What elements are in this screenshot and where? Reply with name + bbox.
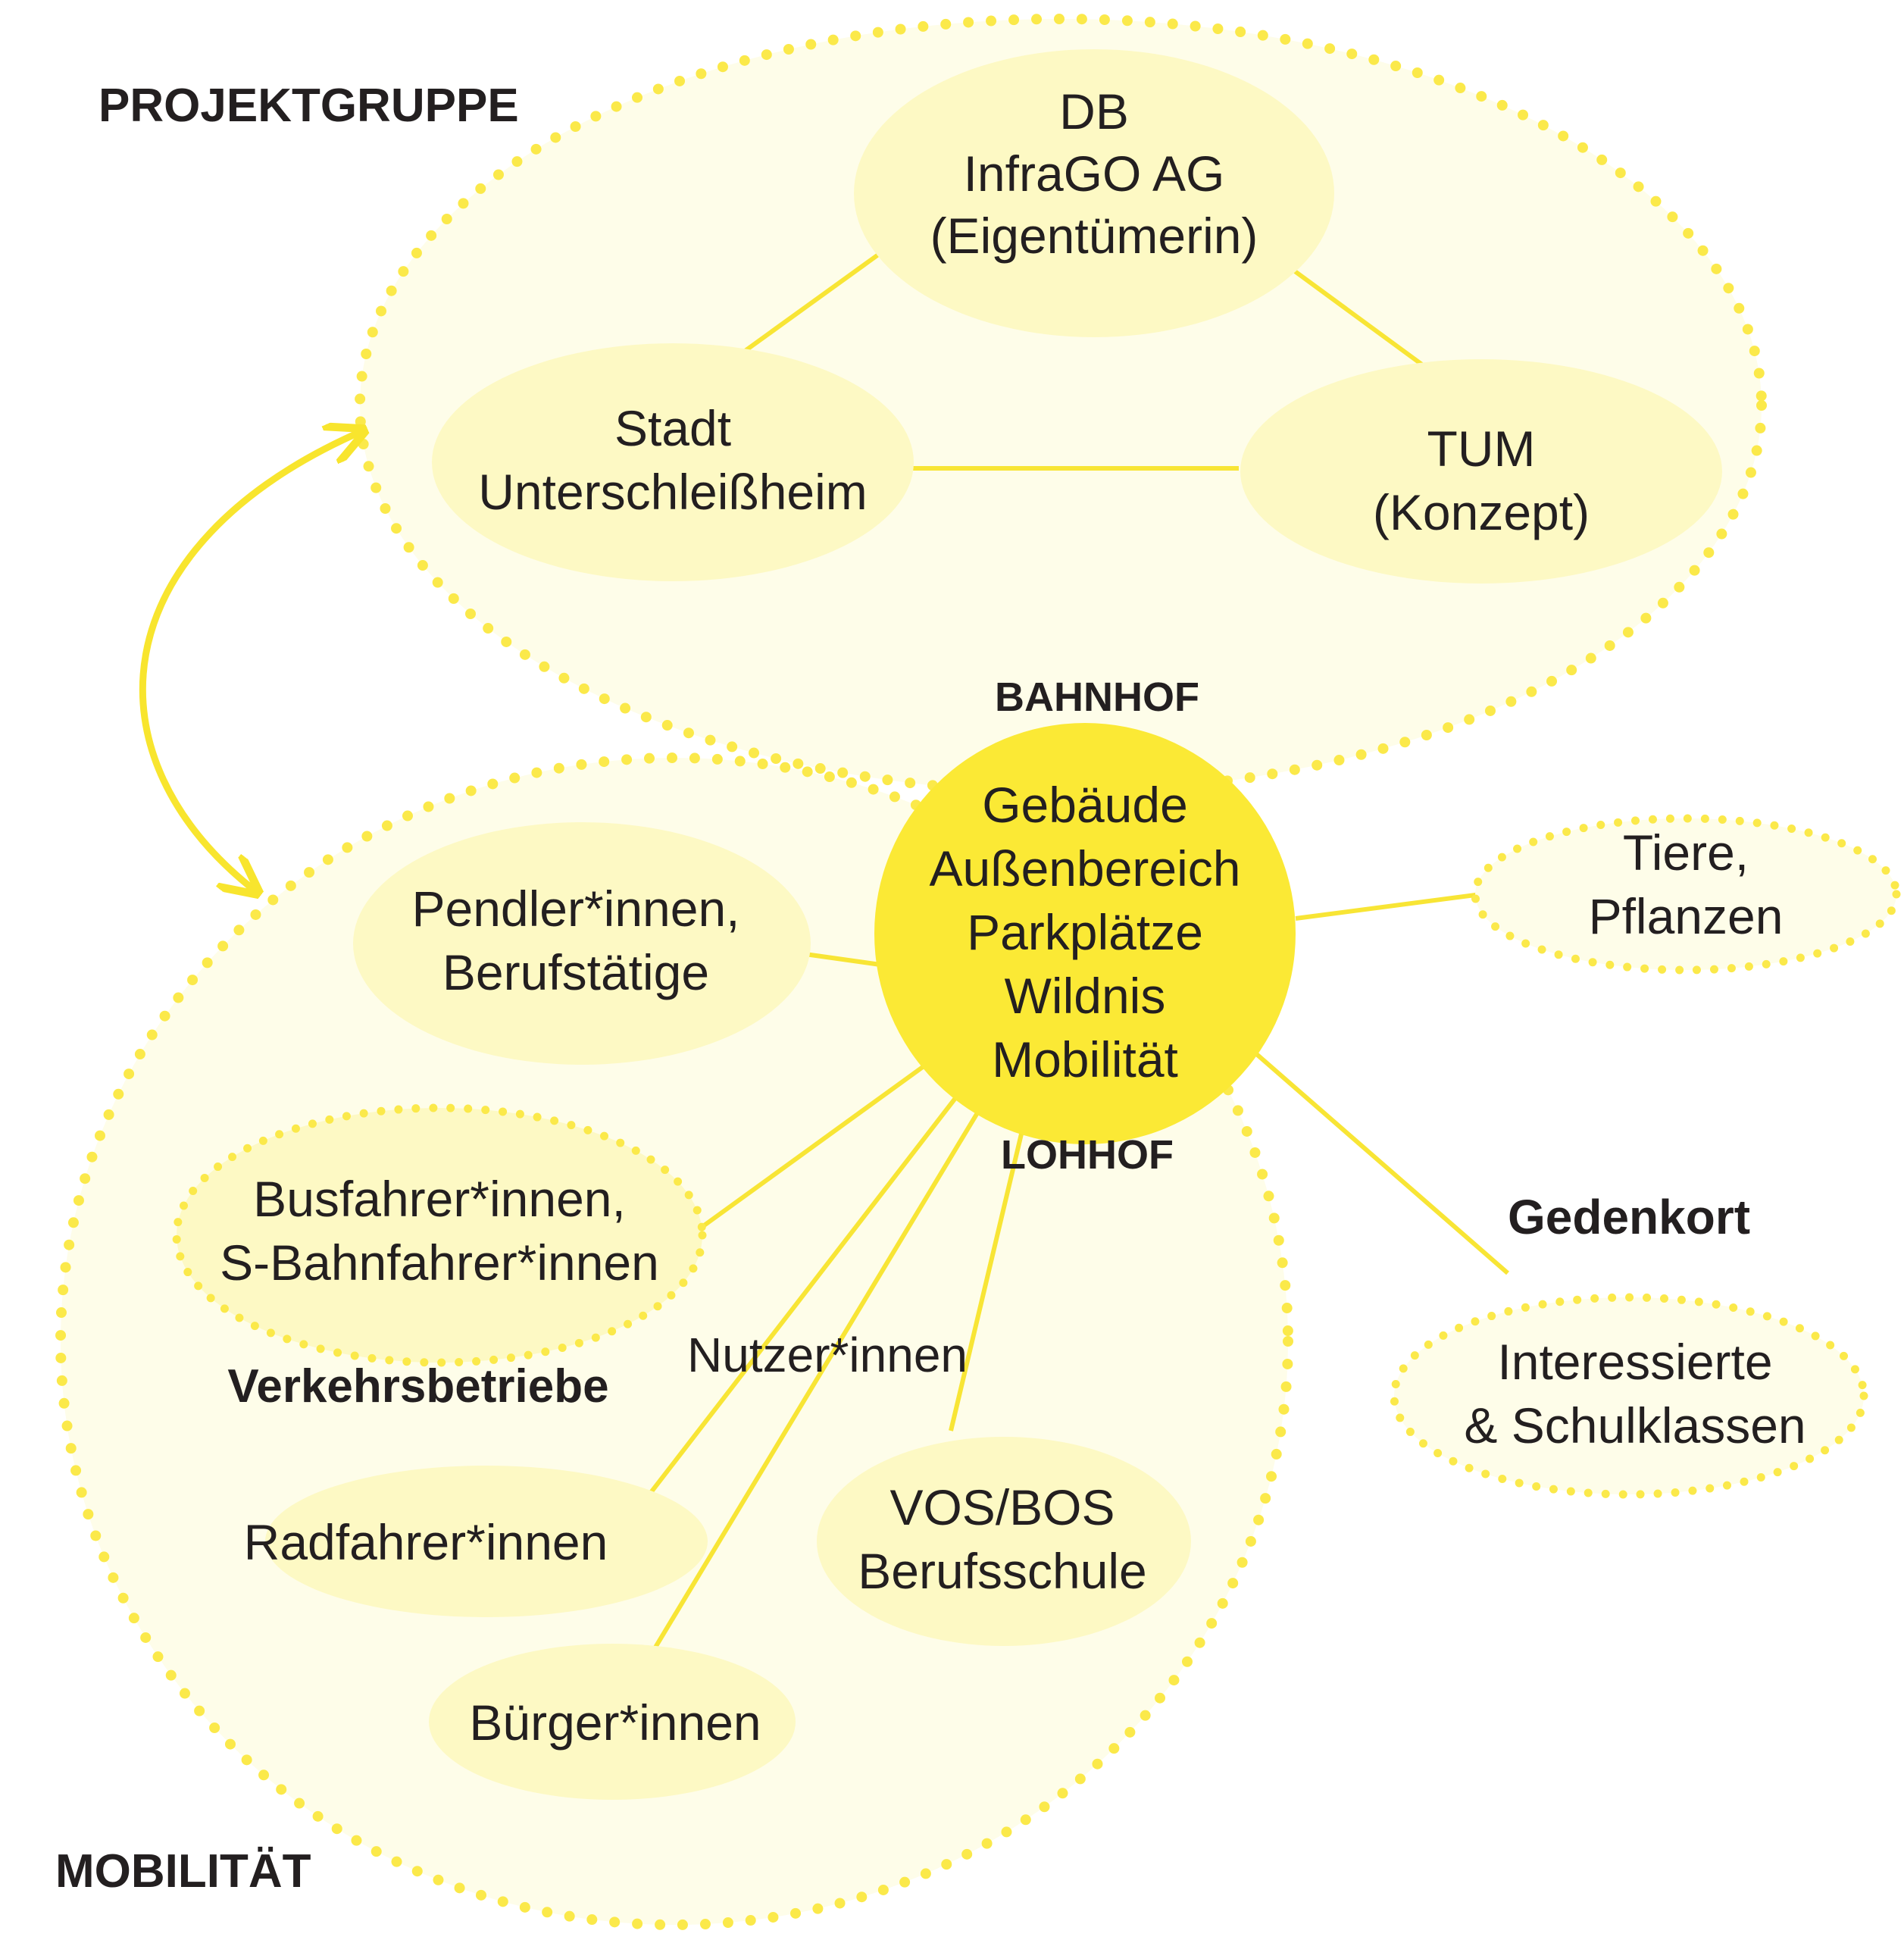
node-busfahrer-text-line: S-Bahnfahrer*innen: [220, 1234, 659, 1291]
projektgruppe-title: PROJEKTGRUPPE: [98, 80, 519, 132]
node-db: [854, 49, 1334, 337]
center-title-top: BAHNHOF: [995, 674, 1199, 720]
gedenkort-label: Gedenkort: [1508, 1190, 1750, 1244]
group-link-arrow: [139, 430, 364, 893]
link-center-radfahrer: [619, 1090, 963, 1532]
node-interessierte-text-line: Interessierte: [1497, 1334, 1772, 1390]
node-db-text: DB InfraGO AG (Eigentümerin): [930, 83, 1258, 264]
center-title-bottom: LOHHOF: [1001, 1132, 1174, 1178]
link-center-buerger: [649, 1099, 987, 1655]
node-pendler-text-line: Berufstätige: [442, 944, 709, 1000]
center-text-line: Parkplätze: [967, 904, 1203, 960]
center-text-line: Gebäude: [982, 777, 1188, 833]
center-text-line: Außenbereich: [930, 840, 1241, 896]
node-busfahrer-text: Busfahrer*innen, S-Bahnfahrer*innen: [220, 1171, 659, 1291]
node-busfahrer-text-line: Busfahrer*innen,: [253, 1171, 626, 1227]
node-pendler: [353, 822, 811, 1065]
nutzer-label: Nutzer*innen: [687, 1328, 968, 1382]
node-pendler-text: Pendler*innen, Berufstätige: [412, 881, 740, 1000]
center-bahnhof: [874, 723, 1296, 1144]
node-db-text-line: InfraGO AG: [964, 146, 1225, 202]
node-stadt-text-line: Unterschleißheim: [478, 464, 868, 520]
node-stadt: [432, 343, 914, 581]
link-center-vos: [949, 1127, 1025, 1432]
node-tiere-text-line: Tiere,: [1623, 824, 1749, 881]
node-tum: [1240, 359, 1722, 584]
node-busfahrer: [172, 1103, 707, 1367]
node-vos-text: VOS/BOS Berufsschule: [858, 1479, 1147, 1599]
node-db-text-line: DB: [1059, 83, 1129, 139]
link-center-interessierte: [1252, 1050, 1509, 1275]
node-interessierte: [1390, 1293, 1868, 1499]
mobilitaet-title: MOBILITÄT: [55, 1845, 311, 1898]
center-text-line: Mobilität: [992, 1031, 1178, 1087]
node-interessierte-text-line: & Schulklassen: [1464, 1397, 1806, 1453]
node-db-text-line: (Eigentümerin): [930, 208, 1258, 264]
node-tiere-text-line: Pflanzen: [1589, 888, 1784, 944]
node-pendler-text-line: Pendler*innen,: [412, 881, 740, 937]
node-vos-text-line: VOS/BOS: [889, 1479, 1115, 1535]
node-radfahrer: [265, 1466, 708, 1617]
node-tum-text-line: TUM: [1427, 421, 1536, 477]
node-buerger-text-line: Bürger*innen: [469, 1694, 761, 1751]
link-center-busfahrer: [702, 1062, 927, 1228]
node-buerger: [429, 1644, 796, 1800]
node-buerger-text: Bürger*innen: [469, 1694, 761, 1751]
node-vos-text-line: Berufsschule: [858, 1543, 1147, 1599]
node-stadt-text-line: Stadt: [614, 400, 731, 456]
node-tiere-text: Tiere, Pflanzen: [1589, 824, 1784, 944]
link-center-tiere: [1295, 892, 1482, 921]
node-tum-text: TUM (Konzept): [1373, 421, 1590, 540]
center-text-line: Wildnis: [1005, 968, 1166, 1024]
node-radfahrer-text: Radfahrer*innen: [244, 1514, 608, 1570]
projektgruppe-group: [355, 14, 1767, 797]
node-vos: [817, 1437, 1191, 1646]
node-tiere: [1471, 814, 1901, 975]
node-tum-text-line: (Konzept): [1373, 484, 1590, 540]
node-interessierte-text: Interessierte & Schulklassen: [1464, 1334, 1806, 1453]
link-db-tum: [1290, 267, 1441, 380]
verkehrsbetriebe-label: Verkehrsbetriebe: [227, 1360, 608, 1413]
node-radfahrer-text-line: Radfahrer*innen: [244, 1514, 608, 1570]
